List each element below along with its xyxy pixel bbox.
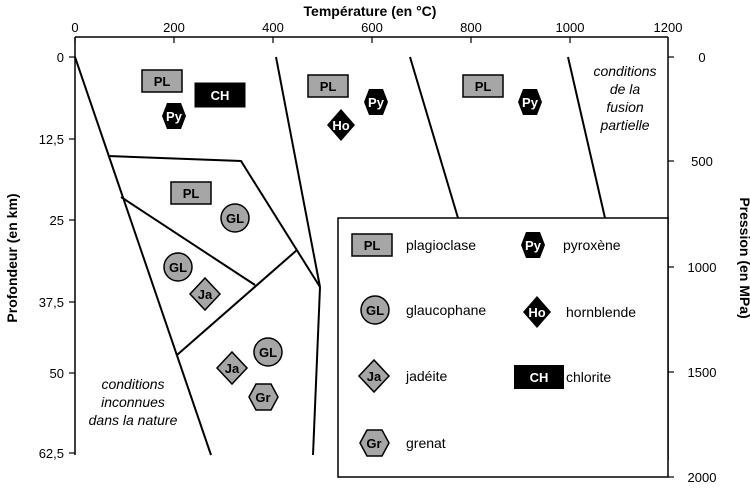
- grenat-symbol: Gr: [248, 383, 279, 411]
- legend-hornblende: Ho hornblende: [523, 296, 636, 328]
- symbol-text: PL: [320, 79, 337, 94]
- symbol-text: CH: [211, 88, 230, 103]
- plagioclase-symbol: PL: [170, 181, 212, 205]
- legend-label: grenat: [406, 435, 446, 451]
- right-tick-label: 0: [698, 50, 705, 65]
- legend-label: hornblende: [566, 304, 636, 320]
- symbol-text: Gr: [255, 390, 270, 405]
- legend-grenat: Gr grenat: [359, 429, 446, 457]
- right-axis: 0 500 1000 1500 2000 Pression (en MPa): [667, 37, 750, 485]
- left-tick-label: 0: [57, 50, 64, 65]
- note-line: fusion: [606, 99, 644, 115]
- note-line: dans la nature: [89, 412, 178, 428]
- symbol-text: Py: [525, 238, 542, 253]
- boundary-line: [275, 56, 321, 288]
- symbol-text: PL: [364, 238, 381, 253]
- left-tick-label: 25: [50, 213, 64, 228]
- chlorite-symbol: CH: [194, 82, 246, 108]
- top-axis: 0 200 400 600 800 1000 1200: [71, 20, 682, 43]
- diagram-title: Température (en °C): [304, 3, 437, 19]
- zone-minerals: PL CH Py PL GL GL Ja: [141, 69, 542, 411]
- symbol-text: PL: [154, 74, 171, 89]
- left-tick-label: 62,5: [39, 446, 64, 461]
- top-tick-label: 1200: [654, 20, 683, 35]
- note-line: conditions: [593, 63, 656, 79]
- boundary-line: [74, 56, 212, 456]
- symbol-text: Ja: [367, 369, 382, 384]
- symbol-text: Py: [166, 109, 183, 124]
- legend-label: chlorite: [566, 369, 611, 385]
- glaucophane-symbol: GL: [220, 203, 250, 233]
- left-tick-label: 12,5: [39, 132, 64, 147]
- glaucophane-symbol: GL: [253, 337, 283, 367]
- top-tick-label: 200: [163, 20, 185, 35]
- right-tick-label: 1500: [688, 365, 717, 380]
- plagioclase-symbol: PL: [141, 69, 183, 93]
- legend: PL plagioclase Py pyroxène GL glaucophan…: [337, 217, 669, 478]
- top-tick-label: 0: [71, 20, 78, 35]
- right-tick-label: 2000: [688, 470, 717, 485]
- pyroxene-symbol: Py: [162, 103, 186, 129]
- symbol-text: Ja: [198, 287, 213, 302]
- pyroxene-symbol: Py: [364, 89, 388, 115]
- left-axis: 0 12,5 25 37,5 50 62,5 Profondeur (en km…: [4, 37, 76, 461]
- boundary-line: [107, 155, 321, 288]
- legend-plagioclase: PL plagioclase: [351, 233, 476, 257]
- symbol-text: Ja: [225, 361, 240, 376]
- legend-label: pyroxène: [563, 237, 621, 253]
- top-tick-label: 1000: [556, 20, 585, 35]
- symbol-text: GL: [259, 345, 277, 360]
- left-tick-label: 50: [50, 366, 64, 381]
- top-tick-label: 800: [460, 20, 482, 35]
- boundary-line: [312, 286, 321, 456]
- symbol-text: GL: [366, 303, 384, 318]
- top-tick-label: 400: [262, 20, 284, 35]
- note-partial-melting: conditions de la fusion partielle: [593, 63, 656, 133]
- boundary-line: [567, 56, 606, 219]
- boundary-line: [176, 249, 298, 356]
- legend-glaucophane: GL glaucophane: [360, 295, 486, 325]
- left-tick-label: 37,5: [39, 295, 64, 310]
- legend-box: [337, 217, 669, 478]
- note-line: inconnues: [101, 394, 165, 410]
- right-tick-label: 500: [691, 154, 713, 169]
- symbol-text: Ho: [528, 305, 545, 320]
- note-unknown-conditions: conditions inconnues dans la nature: [89, 376, 178, 428]
- top-tick-label: 600: [361, 20, 383, 35]
- boundary-line: [409, 56, 459, 219]
- hornblende-symbol: Ho: [327, 109, 355, 141]
- note-line: de la: [610, 81, 641, 97]
- symbol-text: GL: [226, 211, 244, 226]
- pyroxene-symbol: Py: [518, 89, 542, 115]
- right-axis-title: Pression (en MPa): [737, 197, 750, 318]
- plagioclase-symbol: PL: [307, 74, 349, 98]
- jadeite-symbol: Ja: [215, 350, 249, 386]
- zone-boundaries: [74, 56, 606, 456]
- boundary-line: [120, 196, 256, 286]
- plagioclase-symbol: PL: [462, 74, 504, 98]
- symbol-text: Gr: [366, 436, 381, 451]
- left-axis-title: Profondeur (en km): [4, 193, 20, 322]
- symbol-text: Py: [522, 95, 539, 110]
- legend-label: jadéite: [405, 368, 447, 384]
- legend-pyroxene: Py pyroxène: [521, 232, 621, 258]
- jadeite-symbol: Ja: [188, 276, 222, 312]
- legend-jadeite: Ja jadéite: [357, 358, 447, 394]
- symbol-text: Ho: [332, 118, 349, 133]
- right-tick-label: 1000: [688, 260, 717, 275]
- legend-label: glaucophane: [406, 302, 486, 318]
- symbol-text: PL: [475, 79, 492, 94]
- note-line: conditions: [101, 376, 164, 392]
- glaucophane-symbol: GL: [163, 252, 193, 282]
- note-line: partielle: [599, 117, 649, 133]
- legend-label: plagioclase: [406, 237, 476, 253]
- symbol-text: PL: [183, 186, 200, 201]
- symbol-text: GL: [169, 260, 187, 275]
- symbol-text: Py: [368, 95, 385, 110]
- legend-chlorite: CH chlorite: [514, 365, 611, 389]
- symbol-text: CH: [530, 370, 549, 385]
